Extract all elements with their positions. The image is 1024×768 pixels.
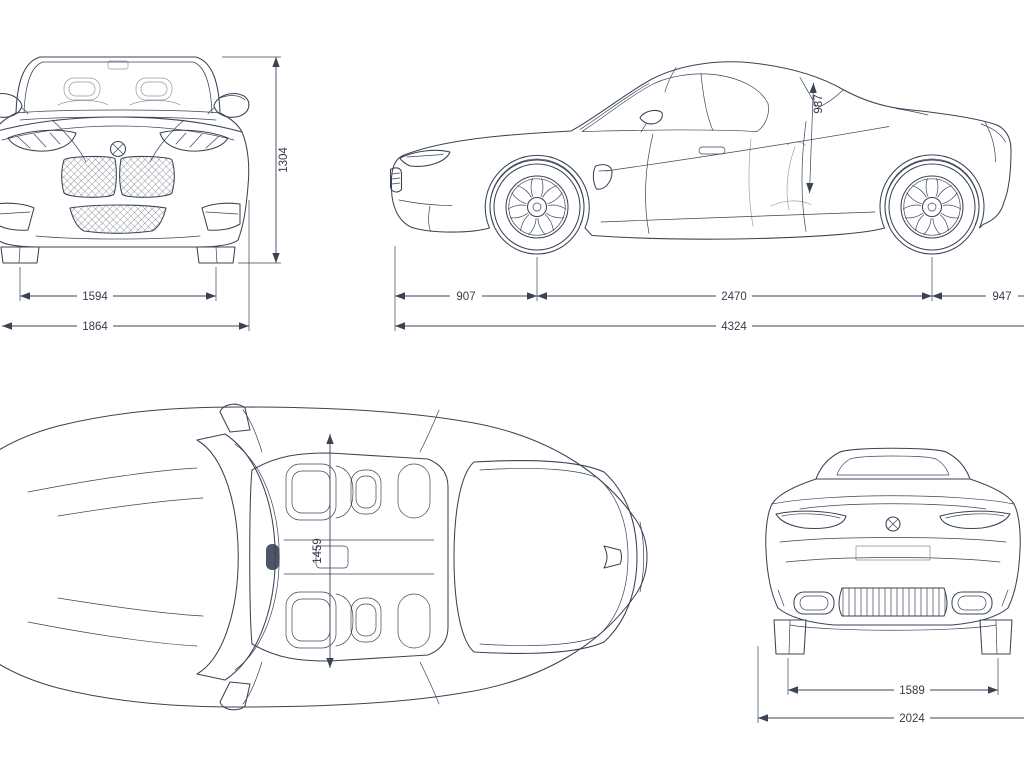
bmw-roundel-rear [885, 516, 901, 532]
taillight-left [775, 510, 847, 529]
door-mirror-top-right [219, 681, 251, 711]
dimension-label-front-width: 1864 [82, 321, 108, 333]
front-air-intake [69, 204, 167, 234]
rearview-mirror-icon [107, 60, 129, 70]
kidney-grille-left [61, 155, 117, 198]
door-mirror-side [639, 109, 663, 133]
windshield-top [196, 433, 280, 681]
dimension-front-track: 1594 [19, 267, 217, 303]
front-bumper-side [398, 199, 453, 232]
kidney-grille-side [389, 167, 403, 193]
door-mirror-top-left [219, 403, 251, 433]
windshield-front [15, 56, 221, 121]
dimension-label-front-track: 1594 [82, 291, 108, 303]
front-body [0, 112, 250, 248]
headrest-right [135, 77, 173, 101]
dimension-label-rear-track: 1589 [899, 685, 925, 697]
dimension-label-wheelbase: 2470 [721, 291, 747, 303]
rear-arch-lip [884, 158, 980, 226]
cabin-interior-side [748, 138, 812, 227]
front-view [0, 56, 250, 264]
door-mirror-left-front [0, 93, 29, 118]
roll-hoops-top [397, 463, 431, 649]
exhaust-left [793, 591, 835, 615]
license-plate-recess [855, 545, 931, 561]
hood-lines [27, 467, 204, 647]
dimension-label-front-height: 1304 [278, 147, 290, 173]
trunk-seams-rear [779, 537, 1007, 563]
dimension-cockpit-length: 1459 [312, 434, 334, 668]
dimension-label-front-overhang: 907 [456, 291, 475, 303]
front-arch-lip [489, 158, 585, 226]
dimension-label-cockpit-length: 1459 [312, 538, 324, 564]
door-shutlines-top [242, 409, 440, 705]
headrest-top-left [350, 469, 382, 515]
top-body-outline [0, 406, 648, 708]
dimension-label-overall-length: 4324 [721, 321, 747, 333]
side-view: 987 [389, 61, 1012, 254]
trunk-lid-top [453, 460, 645, 654]
glasshouse [579, 73, 769, 132]
rear-diffuser [838, 587, 948, 617]
headlight-right [159, 129, 229, 152]
rear-bumper-lower [777, 589, 1009, 631]
swage-line [605, 126, 890, 172]
exhaust-right [951, 591, 993, 615]
front-wheel-right [196, 246, 236, 264]
headrest-top-right [350, 597, 382, 643]
dimension-rear-width: 2024 [757, 646, 1024, 725]
rearview-mirror-top [266, 544, 279, 570]
front-wheel-left [0, 246, 40, 264]
rear-wheel-left [773, 619, 807, 655]
dimension-label-rear-overhang: 947 [992, 291, 1011, 303]
shoulder-line-rear [771, 495, 1015, 505]
door-lines [645, 121, 807, 234]
spoiler-lip [799, 503, 987, 510]
dimension-rear-track: 1589 [787, 658, 999, 697]
door-handle [698, 146, 726, 155]
headlight-side [399, 149, 451, 167]
door-mirror-right-front [207, 93, 250, 118]
center-console-top [283, 539, 435, 575]
soft-top-rear [815, 447, 971, 480]
rear-window [836, 455, 950, 476]
dimension-side-lengths: 907 2470 947 4324 [394, 246, 1024, 333]
rear-wheel-right [979, 619, 1013, 655]
dimension-interior-height: 987 [806, 82, 825, 194]
seat-left-top [285, 463, 382, 521]
rear-details-side [895, 108, 1006, 163]
side-vent [592, 164, 613, 190]
cabin-interior-front [57, 60, 181, 106]
seat-right-top [285, 591, 382, 649]
dimension-front-width: 1864 [2, 200, 250, 333]
front-wheel-side [490, 160, 584, 254]
sill-line [600, 211, 876, 223]
rear-view [765, 447, 1021, 655]
dimension-front-height: 1304 [222, 56, 290, 264]
headlight-left [7, 129, 77, 152]
kidney-grille-right [119, 155, 175, 198]
cockpit-rim [249, 452, 449, 662]
dimension-label-interior-height: 987 [813, 94, 825, 113]
headrest-left [63, 77, 101, 101]
dimension-label-rear-width: 2024 [899, 713, 925, 725]
antenna-fin [603, 545, 623, 569]
side-intake-left [0, 202, 35, 231]
side-intake-right [201, 202, 241, 231]
rear-body-outline [765, 478, 1021, 626]
bmw-roundel-front [109, 140, 127, 158]
top-view: 1459 [0, 403, 648, 711]
side-body-outline [390, 61, 1012, 240]
taillight-right [939, 510, 1011, 529]
rear-wheel-side [885, 160, 979, 254]
